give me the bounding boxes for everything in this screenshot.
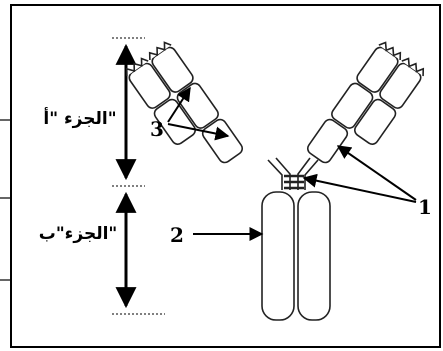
- table-edge-lines: [0, 119, 11, 281]
- part-a-label: الجزء "أ": [43, 107, 116, 129]
- label-3: 3: [150, 117, 164, 141]
- left-fab-arm: [125, 41, 244, 164]
- dimension-guides: [112, 37, 165, 315]
- label-1: 1: [418, 195, 432, 219]
- right-fab-arm: [306, 41, 425, 164]
- frame: [10, 4, 441, 348]
- fc-stem: [261, 191, 331, 321]
- part-b-label: الجزء"ب": [39, 224, 118, 244]
- pointer-arrows: [167, 86, 417, 241]
- hinge-region: [267, 157, 319, 190]
- label-2: 2: [170, 223, 184, 247]
